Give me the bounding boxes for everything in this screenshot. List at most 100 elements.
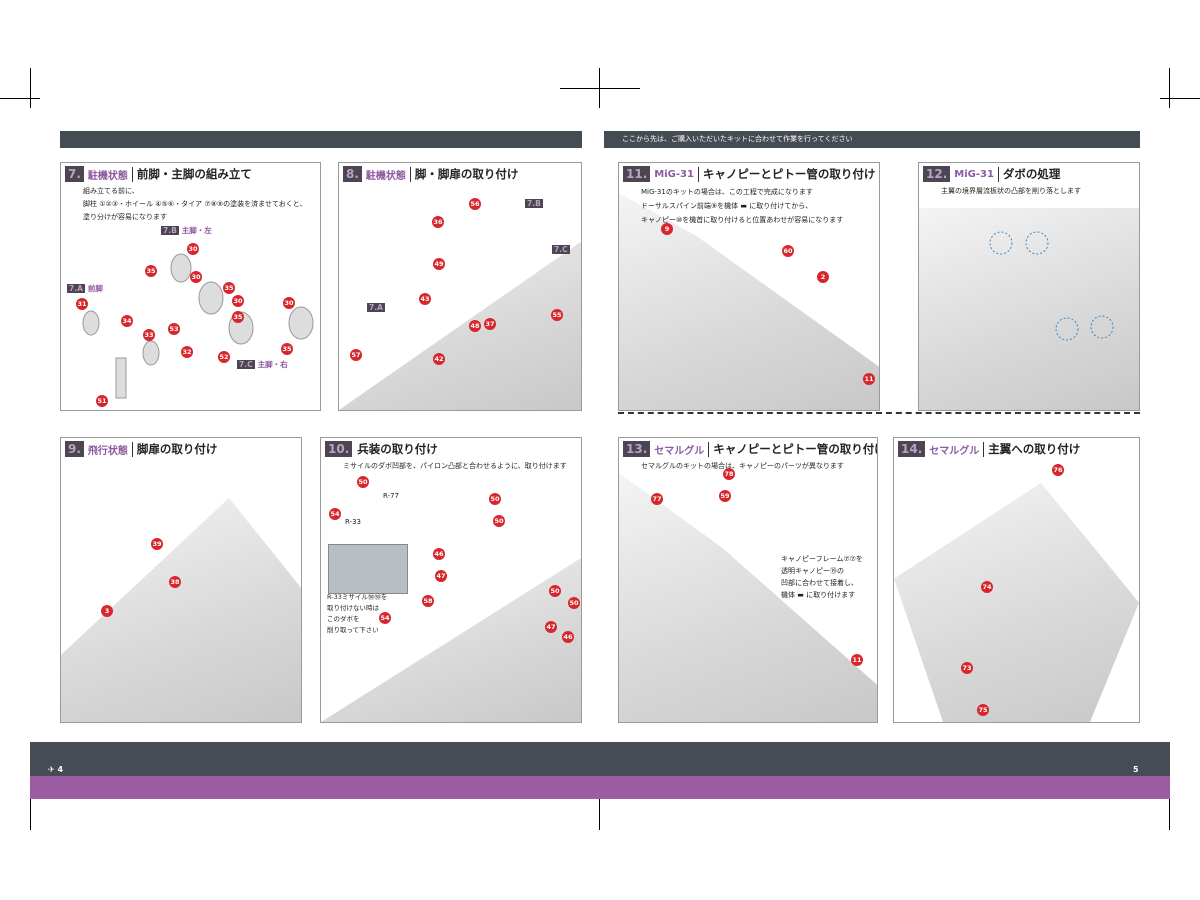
element <box>82 310 100 336</box>
step-13-panel: 13.セマルグルキャノピーとピトー管の取り付け セマルグルのキットの場合は、キャ… <box>618 437 878 723</box>
text-label: 13. <box>623 441 651 457</box>
text-label: 脚柱 ①②③・ホイール ④⑤⑥・タイア ⑦⑧⑨の塗装を済ませておくと、 <box>83 200 307 208</box>
text-label: 7.B <box>161 226 179 235</box>
element <box>170 253 192 283</box>
element: 13.セマルグルキャノピーとピトー管の取り付け <box>623 441 878 457</box>
element: 9.飛行状態脚扉の取り付け <box>65 441 217 457</box>
header-bar-left <box>60 131 582 148</box>
step-description: 組み立てる前に、脚柱 ①②③・ホイール ④⑤⑥・タイア ⑦⑧⑨の塗装を済ませてお… <box>83 185 306 224</box>
step-14-panel: 14.セマルグル主翼への取り付け 76 74 73 75 <box>893 437 1140 723</box>
text-label: 12. <box>923 166 951 182</box>
step-10-panel: 10.兵装の取り付け ミサイルのダボ凹部を、パイロン凸部と合わせるように、取り付… <box>320 437 582 723</box>
text-label: 主翼の境界層流板状の凸部を削り落とします <box>941 187 1081 195</box>
element <box>708 441 710 457</box>
part-number-callout: 42 <box>433 353 445 365</box>
text-label: キャノピーとピトー管の取り付け <box>713 442 878 456</box>
element: R-33ミサイル㊿㊿を取り付けない時はこのダボを削り取って下さい <box>327 592 387 636</box>
text-label: MiG-31のキットの場合は、この工程で完成になります <box>641 188 813 196</box>
step-8-panel: 8.駐機状態脚・脚扉の取り付け 7.B 7.C 7.A 56 36 49 43 … <box>338 162 582 411</box>
text-label: 塗り分けが容易になります <box>83 213 167 221</box>
text-label: R-33ミサイル㊿㊿を <box>327 593 388 601</box>
text-label: 4 <box>57 765 64 774</box>
text-label: ダボの処理 <box>1002 167 1061 181</box>
part-number-callout: 73 <box>961 662 973 674</box>
part-number-callout: 76 <box>1052 464 1064 476</box>
text-label: 主翼への取り付け <box>988 442 1081 456</box>
part-number-callout: 47 <box>545 621 557 633</box>
text-label: キャノピーとピトー管の取り付け <box>702 167 876 181</box>
text-label: 9. <box>65 441 84 457</box>
element: セマルグルのキットの場合は、キャノピーのパーツが異なります <box>641 460 844 473</box>
element: 10.兵装の取り付け <box>325 441 438 457</box>
part-number-callout: 77 <box>651 493 663 505</box>
part-number-callout: 58 <box>422 595 434 607</box>
part-number-callout: 39 <box>151 538 163 550</box>
part-number-callout: 50 <box>568 597 580 609</box>
step-tag: 駐機状態 <box>87 170 128 182</box>
part-number-callout: 33 <box>143 329 155 341</box>
element: キャノピーフレーム⑦⑦を透明キャノピー⑲の凹部に合わせて接着し、機体 ▬ に取り… <box>781 553 863 601</box>
step-title: 前脚・主脚の組み立て <box>136 167 252 181</box>
step-9-panel: 9.飛行状態脚扉の取り付け 39 38 3 <box>60 437 302 723</box>
part-number-callout: 75 <box>977 704 989 716</box>
aircraft-underside-illustration <box>61 498 301 722</box>
text-label: 凹部に合わせて接着し、 <box>781 579 858 587</box>
element <box>997 166 999 182</box>
divider <box>618 412 1140 414</box>
element: 7.駐機状態前脚・主脚の組み立て <box>65 166 252 182</box>
part-number-callout: 9 <box>661 223 673 235</box>
aircraft-illustration <box>339 241 581 410</box>
crop-mark <box>560 88 640 89</box>
element <box>1055 317 1079 341</box>
text-label: 11. <box>623 166 651 182</box>
text-label: 8. <box>343 166 362 182</box>
element: MiG-31のキットの場合は、この工程で完成になりますドーサルスパイン前端⑨を機… <box>641 185 843 227</box>
text-label: 14. <box>898 441 926 457</box>
part-number-callout: 11 <box>851 654 863 666</box>
part-number-callout: 78 <box>723 468 735 480</box>
text-label: 7.A <box>67 284 85 293</box>
text-label: 7.C <box>237 360 255 369</box>
element: 7.B <box>525 199 546 208</box>
text-label: 飛行状態 <box>87 445 128 457</box>
part-number-callout: 50 <box>549 585 561 597</box>
page-number-left: ✈ 4 <box>48 765 64 774</box>
text-label: 機体 ▬ に取り付けます <box>781 591 856 599</box>
text-label: 前脚 <box>87 284 103 293</box>
detail-inset <box>328 544 408 594</box>
part-number-callout: 46 <box>433 548 445 560</box>
crop-mark <box>1169 790 1170 830</box>
element: 14.セマルグル主翼への取り付け <box>898 441 1080 457</box>
element <box>115 357 127 399</box>
part-number-callout: 54 <box>379 612 391 624</box>
part-number-callout: 35 <box>232 311 244 323</box>
step-number: 7. <box>65 166 84 182</box>
text-label: セマルグル <box>654 445 705 457</box>
element <box>1090 315 1114 339</box>
text-label: 主脚・右 <box>257 360 288 369</box>
part-number-callout: 56 <box>469 198 481 210</box>
text-label: 駐機状態 <box>365 170 406 182</box>
element <box>989 231 1114 341</box>
text-label: 透明キャノピー⑲の <box>781 567 844 575</box>
part-number-callout: 35 <box>223 282 235 294</box>
element <box>131 441 133 457</box>
part-number-callout: 53 <box>168 323 180 335</box>
header-bar-right: ここから先は、ご購入いただいたキットに合わせて作業を行ってください <box>604 131 1140 148</box>
part-number-callout: 60 <box>782 245 794 257</box>
part-number-callout: 2 <box>817 271 829 283</box>
element: ミサイルのダボ凹部を、パイロン凸部と合わせるように、取り付けます <box>343 460 567 473</box>
element <box>142 340 160 366</box>
text-label: キャノピー⑩を機首に取り付けると位置あわせが容易になります <box>641 216 844 224</box>
part-number-callout: 57 <box>350 349 362 361</box>
wing-illustration <box>919 208 1139 410</box>
text-label: R-77 <box>383 492 400 500</box>
crop-mark <box>30 790 31 830</box>
element <box>198 281 224 315</box>
crop-mark <box>1169 68 1170 108</box>
text-label: このダボを <box>327 615 360 623</box>
